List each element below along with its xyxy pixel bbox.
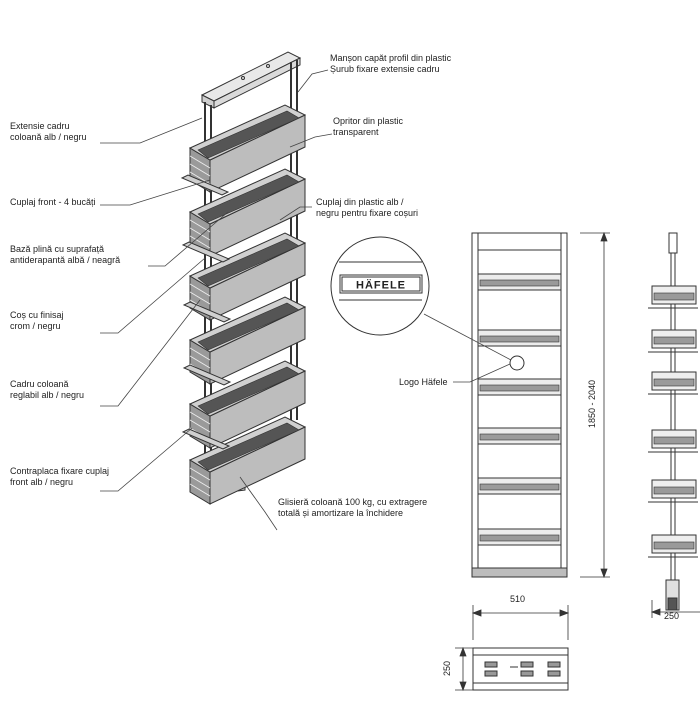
side-depth-dimension (650, 600, 700, 618)
logo-magnifier: HÄFELE (330, 236, 430, 336)
front-coupling-3 (182, 301, 232, 323)
basket-floor (197, 174, 300, 223)
front-view-baskets (477, 273, 562, 546)
dimension-plan-depth: 250 (442, 660, 452, 676)
basket-floor (197, 422, 300, 471)
front-basket-floor (479, 534, 560, 542)
plan-view (472, 647, 569, 691)
front-coupling-2 (181, 241, 231, 263)
front-basket-floor (479, 384, 560, 392)
basket-rail (189, 483, 211, 497)
dimension-width: 510 (510, 594, 526, 604)
side-basket-floor (653, 486, 695, 495)
logo-marker (509, 355, 525, 371)
plan-depth-dimension (455, 646, 473, 692)
basket-floor (197, 110, 300, 159)
front-basket-floor (479, 483, 560, 491)
basket-rail (189, 475, 211, 489)
side-view-baskets (648, 285, 698, 558)
side-basket-floor (653, 292, 695, 301)
side-basket-5 (648, 479, 698, 503)
hafele-logo: HÄFELE (356, 279, 406, 292)
basket-rail (189, 467, 211, 481)
front-coupling-5 (181, 428, 231, 450)
front-basket-4 (477, 427, 562, 445)
width-dimension (471, 605, 570, 640)
baskets-group (188, 104, 307, 505)
label-front-coupling: Cuplaj front - 4 bucăți (10, 197, 96, 207)
front-basket-1 (477, 273, 562, 291)
basket-rail (189, 227, 211, 241)
basket-rail (189, 171, 211, 185)
basket-rail (189, 419, 211, 433)
side-basket-6 (648, 534, 698, 558)
basket-floor (197, 366, 300, 415)
front-coupling-1 (180, 174, 230, 196)
dimension-height: 1850 - 2040 (587, 379, 597, 428)
front-basket-6 (477, 528, 562, 546)
basket-floor (197, 302, 300, 351)
label-logo: Logo Häfele (399, 377, 448, 387)
basket-rail (189, 163, 211, 177)
front-couplings-group (180, 174, 232, 450)
side-basket-1 (648, 285, 698, 309)
side-basket-floor (653, 336, 695, 345)
front-view (471, 232, 568, 578)
front-basket-floor (479, 433, 560, 441)
label-plastic-coupling: Cuplaj din plastic alb /negru pentru fix… (316, 197, 419, 218)
side-basket-2 (648, 329, 698, 353)
basket-rail (189, 355, 211, 369)
height-dimension (580, 231, 610, 579)
basket-6 (188, 416, 307, 505)
basket-rail (189, 347, 211, 361)
basket-rail (189, 283, 211, 297)
basket-rail (189, 155, 211, 169)
basket-rail (189, 411, 211, 425)
front-basket-floor (479, 279, 560, 287)
side-basket-floor (653, 436, 695, 445)
basket-1 (188, 104, 307, 193)
side-basket-floor (653, 378, 695, 387)
front-basket-floor (479, 335, 560, 343)
basket-rail (189, 291, 211, 305)
dimension-side-depth: 250 (664, 611, 680, 621)
front-coupling-4 (182, 364, 232, 386)
basket-floor (197, 238, 300, 287)
side-basket-3 (648, 371, 698, 395)
front-basket-2 (477, 329, 562, 347)
basket-rail (189, 235, 211, 249)
side-basket-4 (648, 429, 698, 453)
side-basket-floor (653, 541, 695, 550)
front-basket-3 (477, 378, 562, 396)
front-basket-5 (477, 477, 562, 495)
leader-lines (100, 69, 511, 531)
